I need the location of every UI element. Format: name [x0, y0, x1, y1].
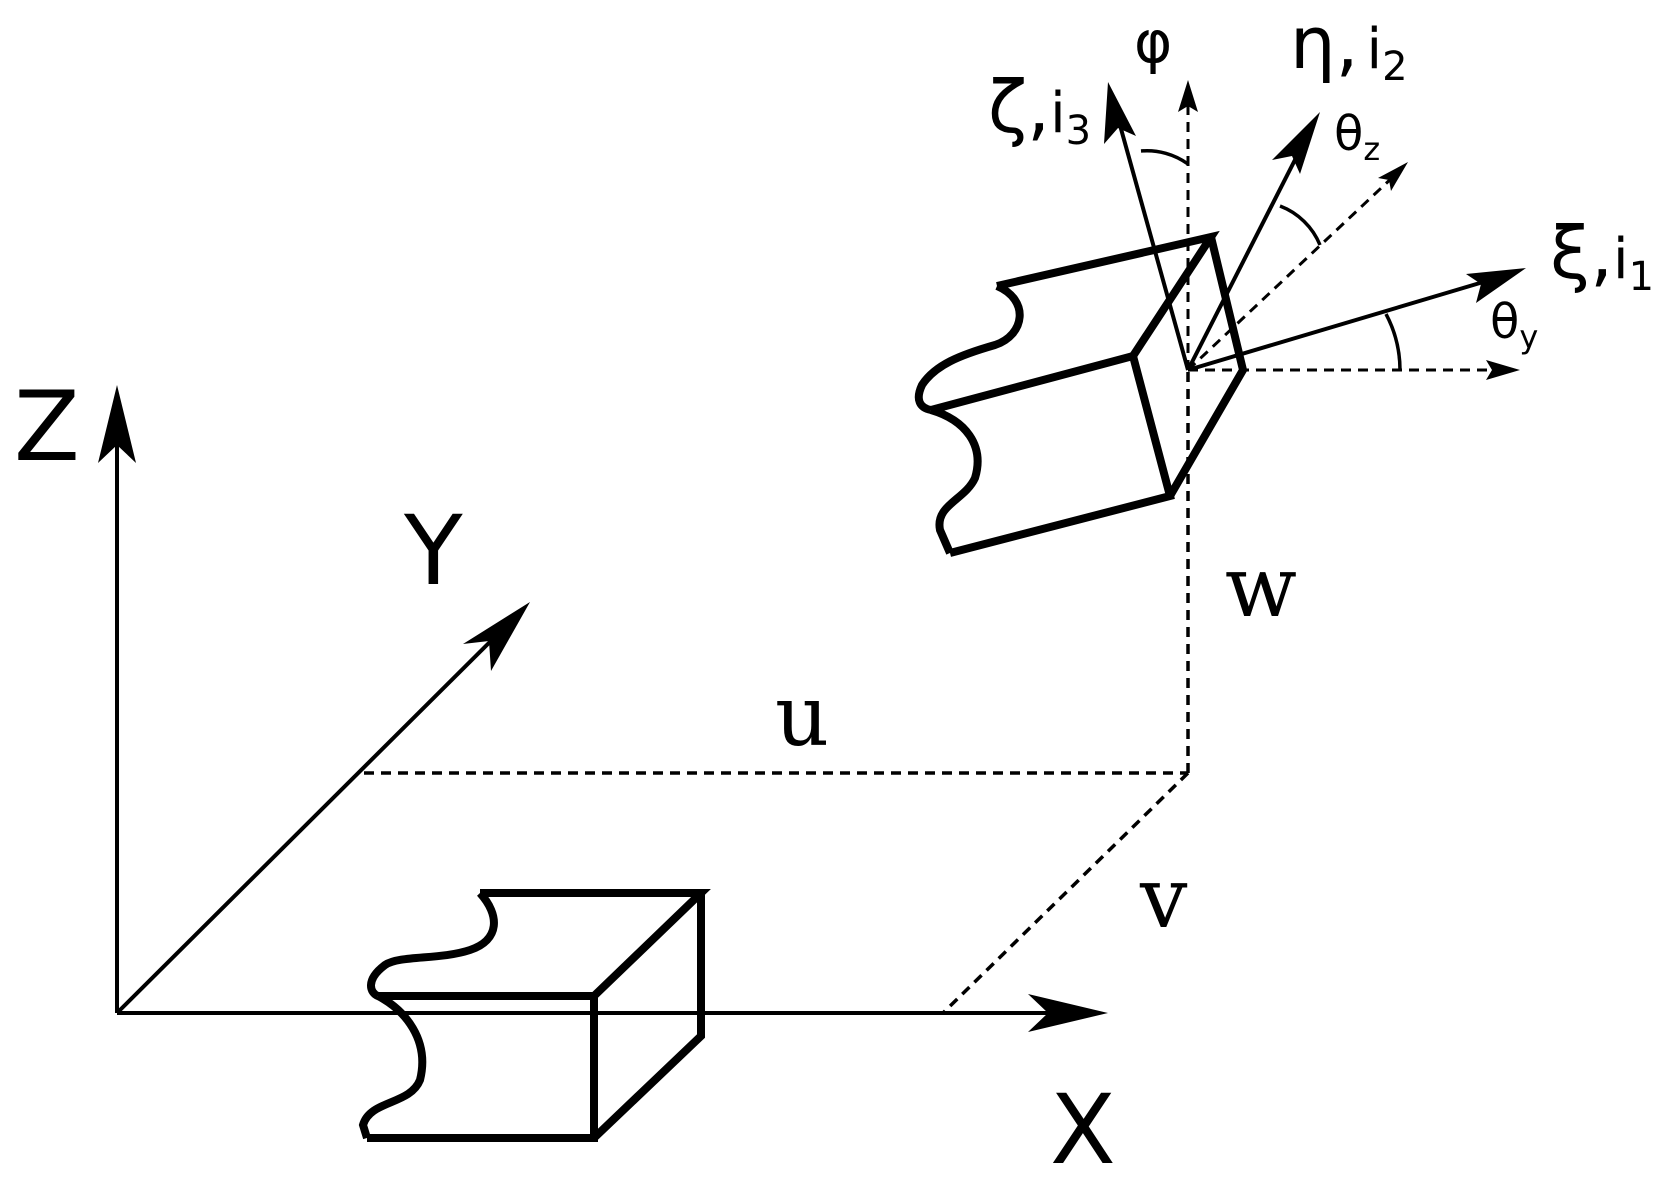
global-axes: [98, 385, 1108, 1032]
u-label: u: [775, 667, 829, 765]
x-axis-arrowhead: [1028, 994, 1108, 1032]
theta-z-label: θz: [1334, 106, 1380, 168]
local-frame: [1104, 80, 1526, 380]
theta-y-label: θy: [1490, 294, 1538, 356]
horizontal-reference-arrowhead: [1486, 360, 1520, 380]
lower-wavy-top: [367, 890, 498, 1000]
xi-subscript: 1: [1629, 254, 1654, 300]
deformed-beam-section: [914, 230, 1248, 557]
zeta-vector: i: [1050, 81, 1066, 146]
xi-separator: ,: [1590, 211, 1613, 295]
diagonal-reference-dashed: [1186, 173, 1397, 372]
displacement-lines: [364, 370, 1190, 1015]
x-axis-label: X: [1050, 1074, 1116, 1182]
eta-label: η,i2: [1290, 1, 1408, 90]
eta-vector: i: [1367, 17, 1383, 82]
theta-z-angle-arc: [1279, 204, 1322, 246]
undeformed-beam-section: [358, 889, 711, 1142]
theta-y-symbol: θ: [1490, 294, 1519, 350]
diagonal-reference-arrowhead: [1378, 162, 1408, 191]
phi-angle-arc: [1140, 148, 1190, 166]
z-axis-arrowhead: [98, 385, 136, 463]
v-dashed-line: [941, 771, 1190, 1015]
xi-arrowhead: [1466, 268, 1526, 303]
lower-top-face: [480, 889, 711, 999]
zeta-label: ζ,i3: [988, 65, 1091, 154]
xi-label: ξ,i1: [1550, 211, 1654, 300]
lower-side-face: [591, 893, 705, 1141]
theta-z-symbol: θ: [1334, 106, 1363, 162]
xi-axis-line: [1187, 278, 1491, 372]
z-axis-label: Z: [14, 371, 80, 483]
eta-axis-line: [1186, 149, 1302, 371]
y-axis-label: Y: [403, 495, 463, 607]
eta-arrowhead: [1272, 112, 1320, 174]
y-axis-line: [115, 612, 520, 1015]
lower-front-face: [367, 992, 598, 1142]
upper-front-face: [929, 351, 1175, 557]
zeta-arrowhead: [1104, 82, 1136, 144]
theta-z-subscript: z: [1363, 130, 1380, 168]
zeta-subscript: 3: [1066, 108, 1091, 154]
lower-wavy-front: [358, 992, 427, 1140]
zeta-axis-line: [1116, 117, 1190, 371]
labels: Z Y X u v w ζ,i3 η,i2 ξ,i1 φ θz θy: [14, 1, 1654, 1182]
upper-wavy-front: [929, 406, 982, 555]
theta-y-subscript: y: [1519, 318, 1538, 356]
zeta-separator: ,: [1027, 65, 1050, 149]
y-axis-arrowhead: [463, 602, 530, 671]
xi-vector: i: [1613, 227, 1629, 292]
upper-wavy-top: [914, 282, 1024, 414]
phi-label: φ: [1134, 8, 1172, 76]
eta-subscript: 2: [1382, 44, 1407, 90]
xi-symbol: ξ: [1550, 211, 1590, 295]
eta-separator: ,: [1336, 1, 1359, 85]
w-label: w: [1225, 538, 1297, 636]
zeta-symbol: ζ: [988, 65, 1027, 149]
theta-y-angle-arc: [1384, 313, 1402, 371]
vertical-reference-arrowhead: [1178, 80, 1198, 112]
v-label: v: [1139, 849, 1188, 947]
eta-symbol: η: [1290, 1, 1336, 85]
